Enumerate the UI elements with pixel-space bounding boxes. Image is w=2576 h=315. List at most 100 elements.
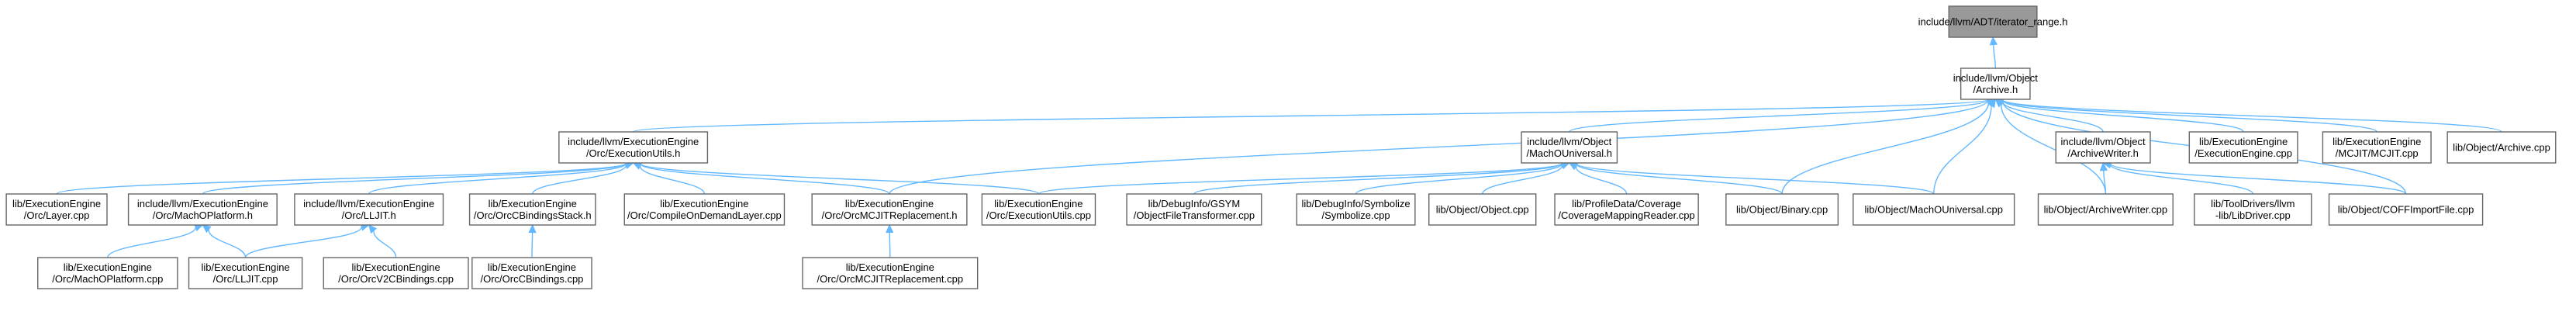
node-macho-platform-h[interactable]: include/llvm/ExecutionEngine/Orc/MachOPl… (127, 193, 278, 226)
node-layer-cpp[interactable]: lib/ExecutionEngine/Orc/Layer.cpp (5, 193, 108, 226)
node-cbindings-stack-h[interactable]: lib/ExecutionEngine/Orc/OrcCBindingsStac… (468, 193, 596, 226)
node-box[interactable] (37, 257, 178, 289)
node-label-line: /CoverageMappingReader.cpp (1558, 209, 1694, 221)
node-label-line: /Orc/OrcCBindings.cpp (480, 273, 583, 285)
node-label-line: /Orc/MachOPlatform.cpp (52, 273, 163, 285)
node-label-line: lib/ToolDrivers/llvm (2211, 198, 2295, 209)
edge-line (639, 165, 706, 195)
node-coverage-cpp[interactable]: lib/ProfileData/Coverage/CoverageMapping… (1554, 193, 1699, 226)
node-box[interactable] (1725, 193, 1839, 226)
node-libdriver-cpp[interactable]: lib/ToolDrivers/llvm-lib/LibDriver.cpp (2194, 193, 2312, 226)
node-box[interactable] (294, 193, 444, 226)
node-box[interactable] (471, 257, 592, 289)
node-label-line: /MachOUniversal.h (1526, 147, 1612, 159)
node-label-line: lib/DebugInfo/GSYM (1148, 198, 1241, 209)
node-compile-on-demand-cpp[interactable]: lib/ExecutionEngine/Orc/CompileOnDemandL… (623, 193, 786, 226)
edge-line (889, 232, 891, 258)
node-binary-cpp[interactable]: lib/Object/Binary.cpp (1725, 193, 1839, 226)
node-box[interactable] (811, 193, 968, 226)
node-box[interactable] (2447, 131, 2557, 164)
node-box[interactable] (2194, 193, 2312, 226)
node-box[interactable] (127, 193, 278, 226)
node-box[interactable] (623, 193, 786, 226)
edge-symbolize_cpp-to-macho_universal_h (1355, 160, 1570, 195)
node-macho-universal-h[interactable]: include/llvm/Object/MachOUniversal.h (1521, 131, 1618, 164)
edge-orc_cbindings_cpp-to-cbindings_stack_h (528, 223, 537, 258)
edge-macho_universal_cpp-to-archive_h (1933, 98, 1996, 195)
node-box[interactable] (2188, 131, 2298, 164)
node-macho-universal-cpp[interactable]: lib/Object/MachOUniversal.cpp (1853, 193, 2015, 226)
edge-mcjit_replacement_cpp-to-mcjit_replacement_h (886, 223, 894, 258)
edge-line (1781, 102, 1990, 195)
node-lljit-h[interactable]: include/llvm/ExecutionEngine/Orc/LLJIT.h (294, 193, 444, 226)
node-label-line: lib/ExecutionEngine (994, 198, 1083, 209)
node-box[interactable] (2328, 193, 2484, 226)
node-object-cpp[interactable]: lib/Object/Object.cpp (1428, 193, 1537, 226)
arrowhead-icon (2099, 161, 2108, 171)
node-box[interactable] (2037, 193, 2174, 226)
node-box[interactable] (1521, 131, 1618, 164)
edge-mcjit_replacement_h-to-exec_utils_h (632, 160, 890, 195)
node-mcjit-replacement-cpp[interactable]: lib/ExecutionEngine/Orc/OrcMCJITReplacem… (802, 257, 979, 289)
node-box[interactable] (1960, 68, 2031, 100)
node-box[interactable] (1554, 193, 1699, 226)
edge-archive_writer_cpp-to-archive_writer_h (2099, 161, 2108, 195)
node-label-line: /ArchiveWriter.h (2067, 147, 2139, 159)
node-exec-utils-h[interactable]: include/llvm/ExecutionEngine/Orc/Executi… (558, 131, 709, 164)
node-orc-cbindings-cpp[interactable]: lib/ExecutionEngine/Orc/OrcCBindings.cpp (471, 257, 592, 289)
node-archive-writer-cpp[interactable]: lib/Object/ArchiveWriter.cpp (2037, 193, 2174, 226)
node-exec-utils-cpp[interactable]: lib/ExecutionEngine/Orc/ExecutionUtils.c… (981, 193, 1096, 226)
node-tallible: include/llvm/ADT/iterator_range.h (1918, 5, 2068, 38)
edge-mcjit_cpp-to-archive_h (1994, 95, 2377, 133)
node-coff-import-cpp[interactable]: lib/Object/COFFImportFile.cpp (2328, 193, 2484, 226)
node-box[interactable] (1428, 193, 1537, 226)
node-mcjit-replacement-h[interactable]: lib/ExecutionEngine/Orc/OrcMCJITReplacem… (811, 193, 968, 226)
node-label-line: /Orc/MachOPlatform.h (153, 209, 253, 221)
node-label-line: include/llvm/Object (1527, 136, 1611, 147)
node-macho-platform-cpp[interactable]: lib/ExecutionEngine/Orc/MachOPlatform.cp… (37, 257, 178, 289)
arrowhead-icon (202, 224, 212, 234)
node-box[interactable] (2055, 131, 2151, 164)
node-label-line: lib/ExecutionEngine (2199, 136, 2288, 147)
node-label-line: include/llvm/Object (1953, 72, 2038, 84)
edge-orc_v2_cbindings_cpp-to-lljit_h (368, 224, 397, 258)
edge-archive_h-to-tallible (1989, 36, 1998, 69)
node-label-line: lib/Object/Binary.cpp (1736, 204, 1828, 216)
node-box[interactable] (323, 257, 469, 289)
node-gsym-cpp[interactable]: lib/DebugInfo/GSYM/ObjectFileTransformer… (1126, 193, 1262, 226)
node-box[interactable] (558, 131, 709, 164)
node-box[interactable] (1126, 193, 1262, 226)
node-mcjit-cpp[interactable]: lib/ExecutionEngine/MCJIT/MCJIT.cpp (2322, 131, 2432, 164)
edge-exec_utils_h-to-archive_h (632, 95, 1997, 133)
arrowhead-icon (886, 223, 894, 234)
edge-layer_cpp-to-exec_utils_h (56, 159, 634, 195)
node-lljit-cpp[interactable]: lib/ExecutionEngine/Orc/LLJIT.cpp (188, 257, 303, 289)
node-archive-cpp[interactable]: lib/Object/Archive.cpp (2447, 131, 2557, 164)
node-box[interactable] (1853, 193, 2015, 226)
edge-line (1482, 164, 1563, 195)
node-label-line: /Orc/Layer.cpp (24, 209, 90, 221)
edge-line (1576, 163, 1783, 195)
edge-line (531, 232, 534, 258)
node-box[interactable] (1296, 193, 1416, 226)
edge-line (640, 163, 1040, 195)
node-box[interactable] (5, 193, 108, 226)
node-box[interactable] (802, 257, 979, 289)
edge-line (1569, 99, 1989, 133)
node-box[interactable] (981, 193, 1096, 226)
edge-object_cpp-to-macho_universal_h (1482, 161, 1570, 195)
node-orc-v2-cbindings-cpp[interactable]: lib/ExecutionEngine/Orc/OrcV2CBindings.c… (323, 257, 469, 289)
node-archive-writer-h[interactable]: include/llvm/Object/ArchiveWriter.h (2055, 131, 2151, 164)
node-box[interactable] (468, 193, 596, 226)
node-label-line: lib/Object/ArchiveWriter.cpp (2044, 204, 2167, 216)
node-symbolize-cpp[interactable]: lib/DebugInfo/Symbolize/Symbolize.cpp (1296, 193, 1416, 226)
arrowhead-icon (1989, 36, 1998, 46)
arrowhead-icon (1987, 98, 1996, 109)
node-box[interactable] (188, 257, 303, 289)
node-ee-cpp[interactable]: lib/ExecutionEngine/ExecutionEngine.cpp (2188, 131, 2298, 164)
edge-line (2001, 101, 2104, 133)
node-archive-h[interactable]: include/llvm/Object/Archive.h (1953, 68, 2038, 100)
node-label-line: /Orc/OrcMCJITReplacement.cpp (817, 273, 964, 285)
node-label-line: lib/ExecutionEngine (660, 198, 748, 209)
node-box[interactable] (2322, 131, 2432, 164)
